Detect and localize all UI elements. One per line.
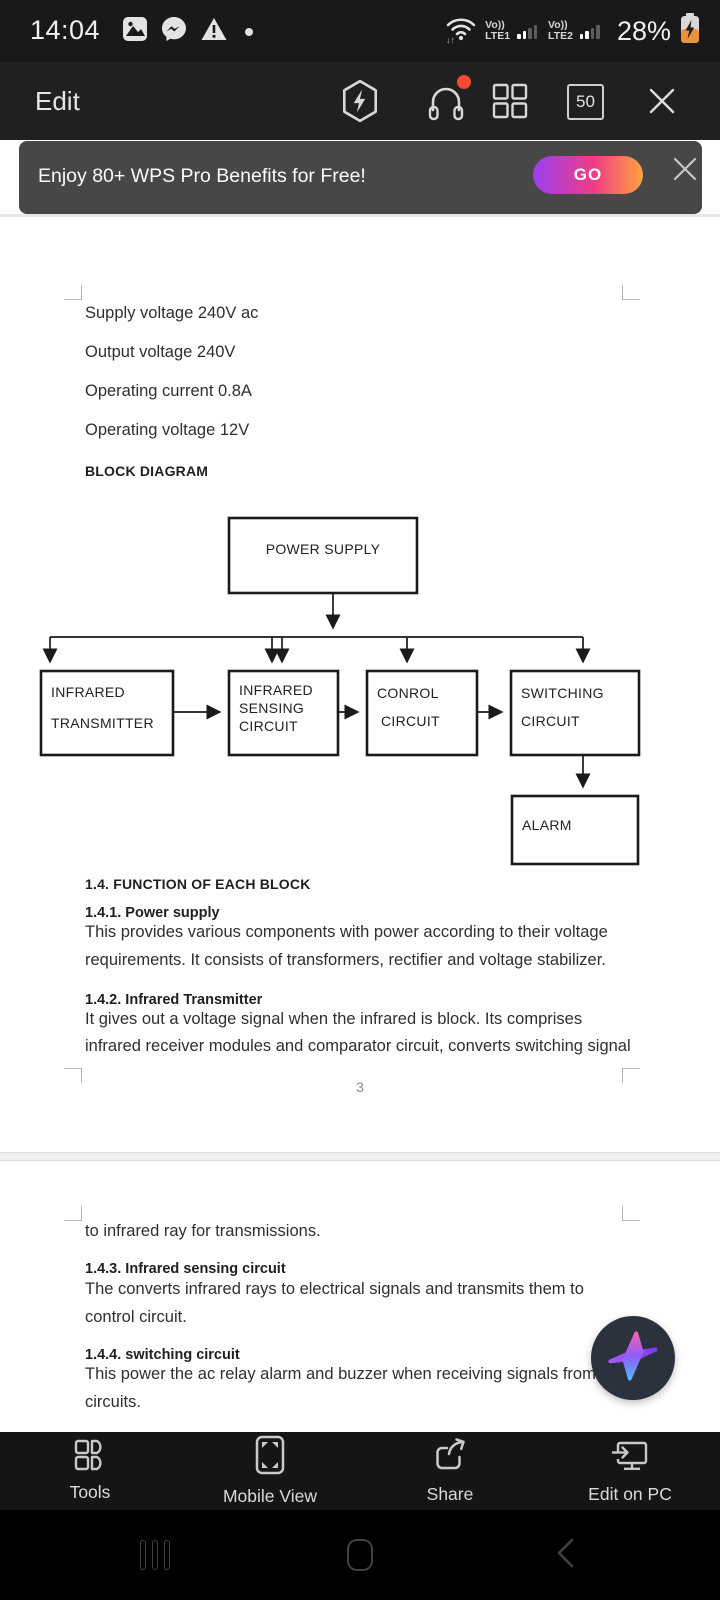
margin-mark-bottom-left xyxy=(64,1068,82,1083)
body-line: circuits. xyxy=(85,1393,141,1411)
page-number: 3 xyxy=(356,1079,364,1095)
mobile-view-icon xyxy=(255,1435,285,1480)
page-count-badge[interactable]: 50 xyxy=(567,84,604,120)
spec-line: Output voltage 240V xyxy=(85,343,236,361)
sensing-label: INFRARED xyxy=(239,682,313,698)
notification-dot xyxy=(457,75,471,89)
recents-icon xyxy=(140,1540,170,1570)
audio-read-button[interactable] xyxy=(424,75,471,126)
transmitter-label: TRANSMITTER xyxy=(51,715,154,731)
banner-message: Enjoy 80+ WPS Pro Benefits for Free! xyxy=(38,165,366,187)
share-button[interactable]: Share xyxy=(360,1432,540,1510)
edit-mode-label: Edit xyxy=(35,86,80,116)
home-icon xyxy=(347,1539,373,1571)
margin-mark-top-right xyxy=(622,1206,640,1221)
editor-bottom-toolbar: Tools Mobile View xyxy=(0,1432,720,1510)
promo-banner-row: Enjoy 80+ WPS Pro Benefits for Free! GO xyxy=(0,140,720,217)
block-diagram: POWER SUPPLY INFRARED TRANSMITTER INFRAR… xyxy=(39,516,641,866)
close-icon xyxy=(672,156,698,187)
edit-on-pc-button[interactable]: Edit on PC xyxy=(540,1432,720,1510)
document-page-4[interactable]: to infrared ray for transmissions. 1.4.3… xyxy=(0,1161,720,1432)
sim2-signal-icon xyxy=(579,23,600,39)
share-icon xyxy=(432,1437,468,1478)
go-button[interactable]: GO xyxy=(533,156,643,194)
body-line: to infrared ray for transmissions. xyxy=(85,1222,321,1240)
wifi-icon: ↓↑ xyxy=(444,14,478,49)
subsection-heading: 1.4.2. Infrared Transmitter xyxy=(85,992,263,1008)
body-line: infrared receiver modules and comparator… xyxy=(85,1037,631,1055)
close-editor-button[interactable] xyxy=(640,81,684,125)
headphones-icon xyxy=(426,81,466,126)
switching-circuit-box xyxy=(509,669,641,757)
editor-top-bar: Edit xyxy=(0,62,720,140)
infrared-transmitter-box xyxy=(39,669,175,757)
body-line: It gives out a voltage signal when the i… xyxy=(85,1010,583,1028)
control-label: CONROL xyxy=(377,685,439,701)
control-circuit-box xyxy=(365,669,479,757)
hexagon-lightning-icon xyxy=(340,79,380,128)
recents-button[interactable] xyxy=(125,1533,185,1577)
body-line: The converts infrared rays to electrical… xyxy=(85,1280,584,1298)
tools-grid-icon xyxy=(74,1439,106,1476)
subsection-heading: 1.4.1. Power supply xyxy=(85,905,220,921)
android-navigation-bar xyxy=(0,1510,720,1600)
close-icon xyxy=(647,86,677,121)
quick-tools-button[interactable] xyxy=(338,79,382,128)
wps-ai-fab-button[interactable] xyxy=(591,1316,675,1400)
view-options-button[interactable] xyxy=(488,81,532,125)
infrared-sensing-box xyxy=(227,669,340,757)
banner-close-button[interactable] xyxy=(663,149,707,193)
sim2-volte-label: Vo))LTE2 xyxy=(548,19,573,42)
alarm-box xyxy=(510,794,640,866)
body-line: This provides various components with po… xyxy=(85,923,608,941)
spec-line: Supply voltage 240V ac xyxy=(85,304,259,322)
margin-mark-top-right xyxy=(622,285,640,300)
section-heading: 1.4. FUNCTION OF EACH BLOCK xyxy=(85,876,311,892)
battery-charging-icon xyxy=(680,13,700,49)
overflow-notification-dot xyxy=(245,27,253,36)
page-break-gap xyxy=(0,1152,720,1161)
body-line: This power the ac relay alarm and buzzer… xyxy=(85,1365,638,1383)
battery-percentage: 28% xyxy=(616,15,671,46)
wps-ai-spark-icon xyxy=(606,1329,660,1388)
status-bar: 14:04 ↓↑ xyxy=(0,0,720,62)
edit-on-pc-icon xyxy=(610,1437,650,1478)
transmitter-label: INFRARED xyxy=(51,684,125,700)
subsection-heading: 1.4.3. Infrared sensing circuit xyxy=(85,1261,286,1277)
block-diagram-heading: BLOCK DIAGRAM xyxy=(85,463,209,479)
spec-line: Operating voltage 12V xyxy=(85,421,250,439)
sim1-signal-icon xyxy=(517,23,538,39)
messenger-notification-icon xyxy=(161,16,187,47)
margin-mark-top-left xyxy=(64,285,82,300)
sim1-volte-label: Vo))LTE1 xyxy=(485,19,511,42)
body-line: control circuit. xyxy=(85,1308,187,1326)
svg-text:↓↑: ↓↑ xyxy=(446,35,455,44)
alarm-label: ALARM xyxy=(522,817,572,833)
back-chevron-icon xyxy=(553,1536,577,1575)
body-line: requirements. It consists of transformer… xyxy=(85,951,606,969)
clock: 14:04 xyxy=(30,15,101,45)
warning-notification-icon xyxy=(200,16,228,47)
gallery-notification-icon xyxy=(122,16,148,47)
grid-icon xyxy=(491,82,529,125)
switching-label: CIRCUIT xyxy=(521,713,580,729)
switching-label: SWITCHING xyxy=(521,685,604,701)
tools-button[interactable]: Tools xyxy=(0,1432,180,1510)
mobile-view-button[interactable]: Mobile View xyxy=(180,1432,360,1510)
margin-mark-top-left xyxy=(64,1206,82,1221)
sensing-label: SENSING xyxy=(239,700,304,716)
sensing-label: CIRCUIT xyxy=(239,718,298,734)
power-supply-box xyxy=(227,516,419,595)
back-button[interactable] xyxy=(535,1533,595,1577)
spec-line: Operating current 0.8A xyxy=(85,382,252,400)
subsection-heading: 1.4.4. switching circuit xyxy=(85,1347,240,1363)
home-button[interactable] xyxy=(330,1533,390,1577)
power-supply-label: POWER SUPPLY xyxy=(266,541,381,557)
margin-mark-bottom-right xyxy=(622,1068,640,1083)
control-label: CIRCUIT xyxy=(381,713,440,729)
document-page-3[interactable]: Supply voltage 240V ac Output voltage 24… xyxy=(0,217,720,1152)
wps-pro-banner[interactable]: Enjoy 80+ WPS Pro Benefits for Free! GO xyxy=(19,141,702,214)
